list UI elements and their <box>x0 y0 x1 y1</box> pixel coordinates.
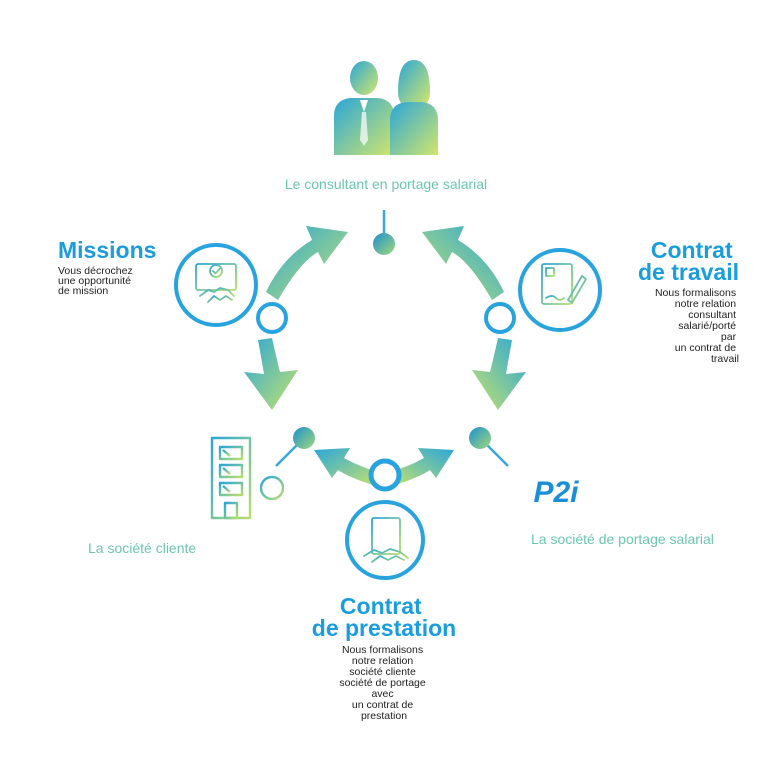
missions-ring <box>174 243 258 327</box>
document-handshake-icon <box>363 517 409 563</box>
left-connector-dot <box>293 427 315 449</box>
svg-text:P2i: P2i <box>533 476 579 509</box>
contrat-travail-title: Contrat de travail <box>638 237 739 285</box>
contrat-travail-description: Nous formalisons notre relation consulta… <box>655 287 739 365</box>
top-node-label: Le consultant en portage salarial <box>285 176 487 192</box>
arrow-prestation-to-societe-cliente <box>314 448 378 486</box>
arrow-contrat-travail-to-societe-portage <box>472 338 526 410</box>
contrat-prestation-title: Contrat de prestation <box>312 593 456 641</box>
right-node-label: La société de portage salarial <box>531 531 714 547</box>
arrow-missions-to-societe-cliente <box>244 338 298 410</box>
missions-description: Vous décrochez une opportunité de missio… <box>58 265 136 297</box>
contrat-travail-ring <box>518 248 602 332</box>
arrow-missions-to-consultant <box>266 226 348 300</box>
building-tree-icon <box>206 436 292 521</box>
contrat-travail-small-ring <box>484 302 516 334</box>
left-node-label: La société cliente <box>88 540 196 556</box>
arrow-contrat-travail-to-consultant <box>422 226 504 300</box>
right-connector-dot <box>469 427 491 449</box>
contrat-prestation-description: Nous formalisons notre relation société … <box>339 644 428 722</box>
missions-small-ring <box>256 302 288 334</box>
arrow-prestation-to-societe-portage <box>390 448 454 486</box>
contrat-prestation-ring <box>345 500 425 580</box>
prestation-small-ring <box>368 458 402 492</box>
missions-title: Missions <box>58 237 156 263</box>
top-connector-dot <box>373 233 395 255</box>
p2i-logo: P2i <box>533 476 579 509</box>
contract-signature-icon <box>541 263 587 305</box>
people-icon <box>334 60 438 155</box>
handshake-checkmark-icon <box>195 263 237 303</box>
